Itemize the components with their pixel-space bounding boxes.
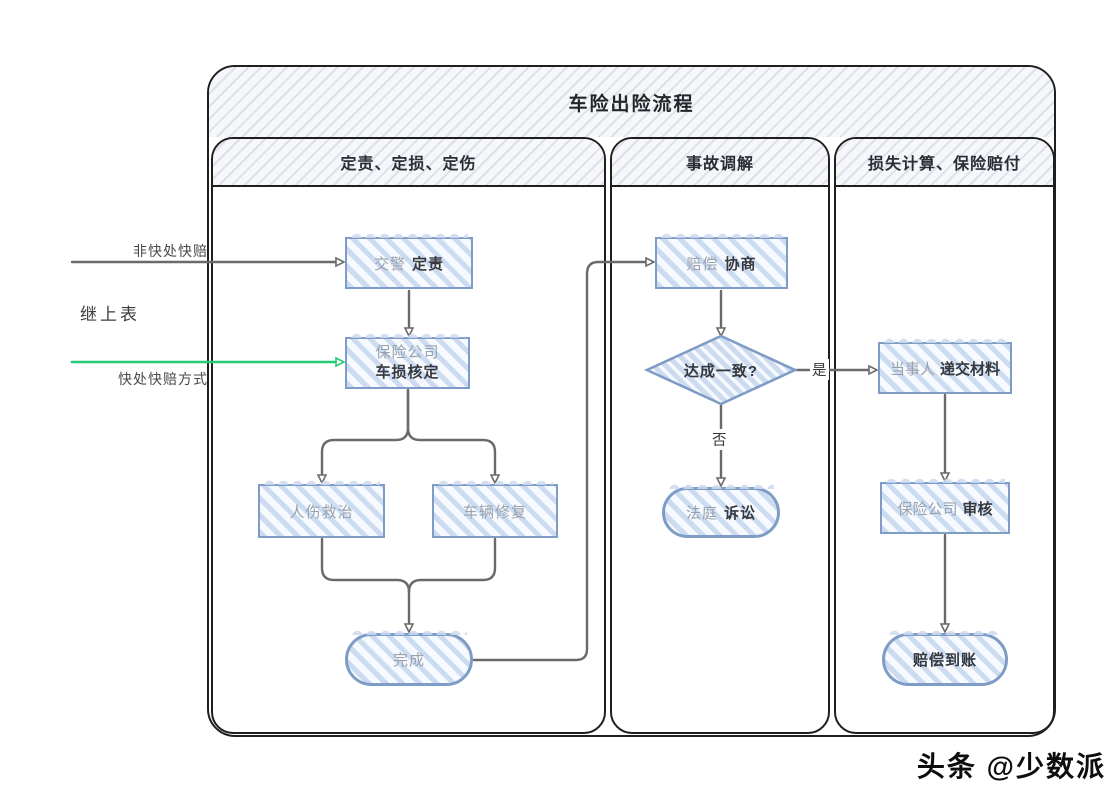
node-text-light: 完成 (392, 652, 425, 669)
node-text-light: 人伤救治 (289, 503, 354, 521)
label-yes: 是 (810, 359, 829, 380)
node-text-light: 赔偿 (686, 255, 719, 273)
node-damage-assess: 保险公司 车损核定 (345, 332, 470, 389)
diagram-title: 车险出险流程 (568, 93, 695, 115)
lane-header-label: 损失计算、保险赔付 (867, 156, 1021, 173)
node-text-light: 当事人 (889, 360, 935, 378)
node-text-bold: 递交材料 (940, 360, 1001, 378)
label-no: 否 (710, 429, 729, 450)
node-lawsuit: 法庭 诉讼 (662, 483, 780, 538)
node-vehicle-repair: 车辆修复 (432, 479, 558, 538)
label-non-fast-claim: 非快处快赔 (133, 243, 208, 259)
node-done: 完成 (345, 629, 473, 686)
node-text-light: 保险公司 (897, 500, 958, 518)
node-text-bold: 赔偿到账 (912, 652, 977, 669)
watermark: 头条 @少数派 (916, 751, 1106, 782)
label-fast-claim: 快处快赔方式 (118, 371, 208, 387)
node-negotiation: 赔偿 协商 (655, 232, 788, 289)
node-text-bold: 车损核定 (375, 364, 440, 381)
node-text-light: 保险公司 (375, 343, 440, 361)
lane-payment: 损失计算、保险赔付 (834, 137, 1055, 734)
node-text-bold: 达成一致? (683, 362, 759, 380)
node-agreement-label: 达成一致? (647, 336, 795, 404)
lane-header-label: 事故调解 (685, 156, 754, 173)
node-submit-materials: 当事人 递交材料 (878, 337, 1012, 394)
node-text-bold: 审核 (962, 500, 993, 518)
node-injury-treatment: 人伤救治 (258, 479, 385, 538)
node-traffic-police: 交警 定责 (345, 232, 473, 289)
node-text-light: 法庭 (685, 505, 718, 522)
node-text-bold: 定责 (412, 255, 445, 273)
node-text-light: 车辆修复 (462, 503, 527, 521)
lane-mediation-header: 事故调解 (612, 139, 828, 187)
label-continued: 继上表 (80, 305, 140, 324)
lane-payment-header: 损失计算、保险赔付 (836, 139, 1053, 187)
node-text-bold: 协商 (724, 255, 757, 273)
lane-responsibility-header: 定责、定损、定伤 (213, 139, 604, 187)
lane-header-label: 定责、定损、定伤 (340, 156, 477, 173)
node-text-bold: 诉讼 (724, 505, 757, 522)
node-insurer-review: 保险公司 审核 (880, 477, 1010, 534)
node-text-light: 交警 (373, 255, 406, 273)
node-payment-received: 赔偿到账 (882, 629, 1008, 686)
title-band: 车险出险流程 (209, 67, 1054, 137)
